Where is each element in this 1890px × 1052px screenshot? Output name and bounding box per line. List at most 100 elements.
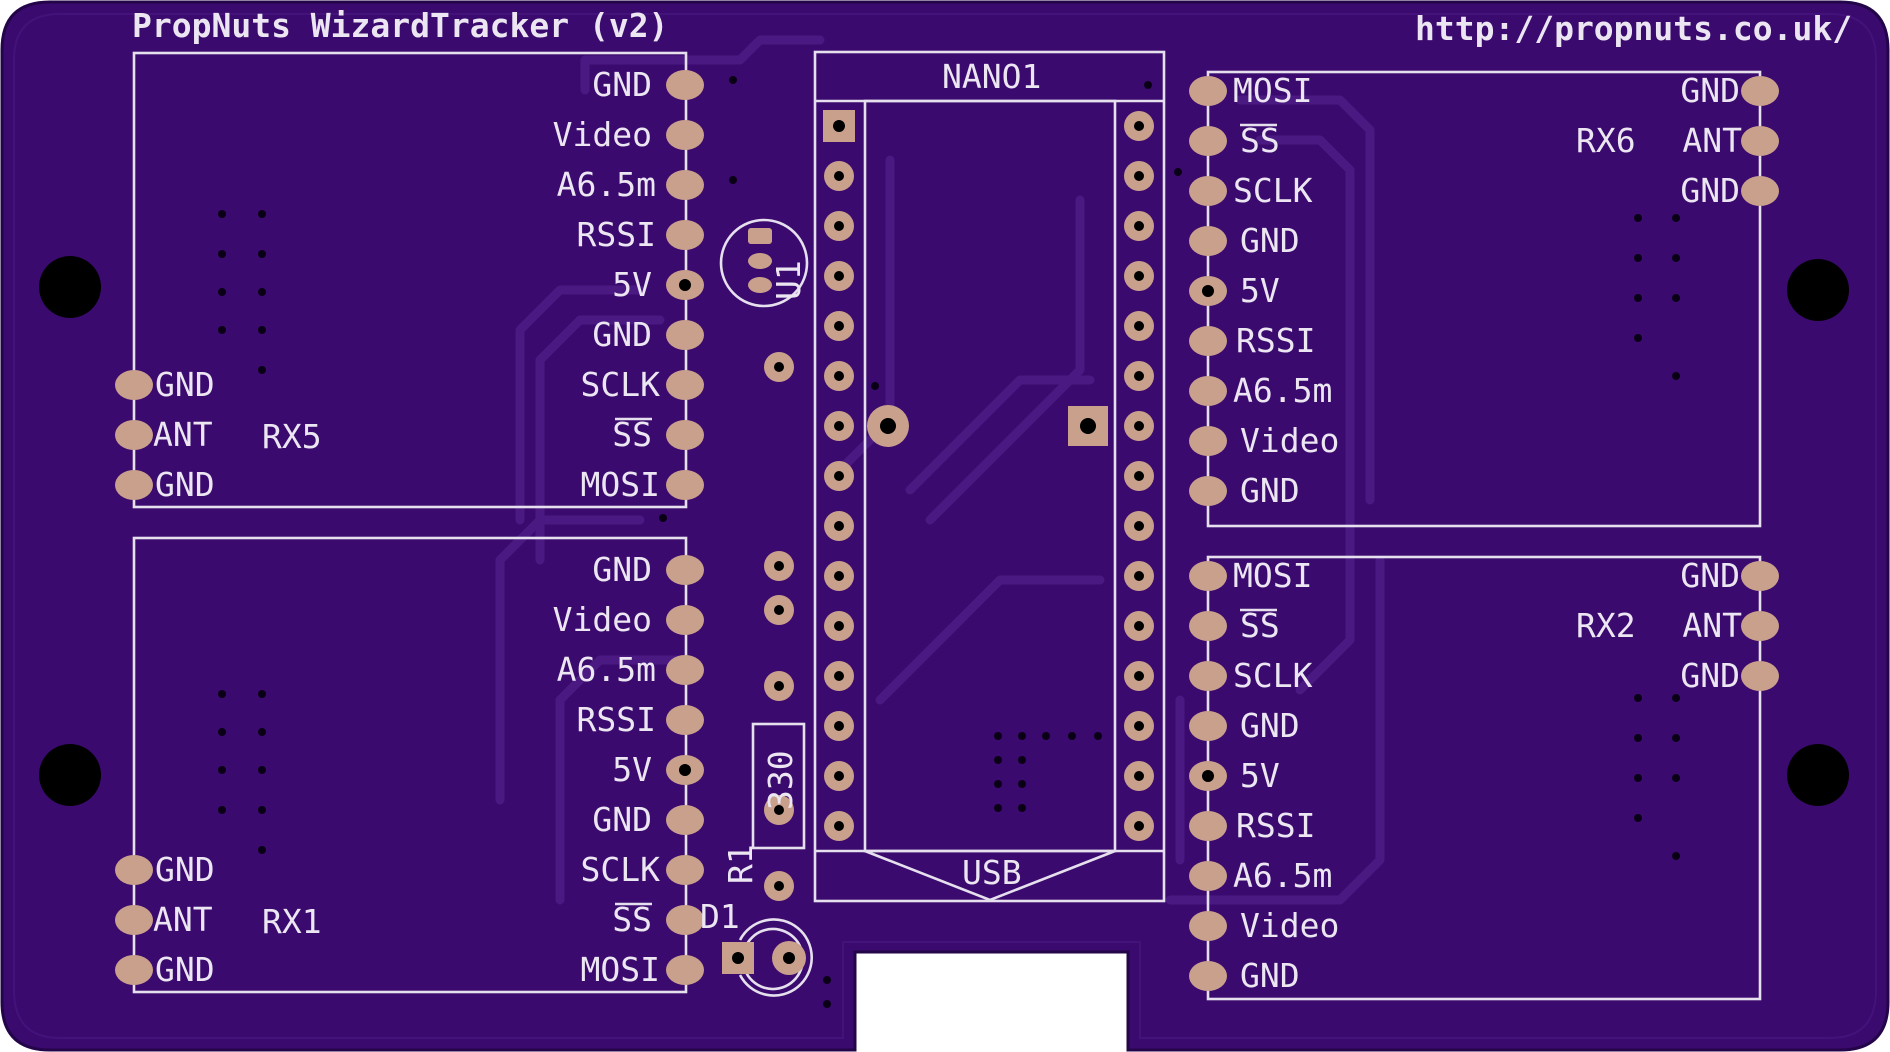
pin-label: A6.5m [557, 650, 656, 689]
pin-label: ANT [1682, 121, 1742, 160]
nano-pin-hole [1134, 771, 1144, 781]
via [823, 1000, 831, 1008]
nano-pin-hole [834, 321, 844, 331]
nano-left-pins [824, 161, 854, 841]
pin: 5V [1189, 756, 1280, 795]
pin: MOSI [1189, 71, 1312, 110]
pin: SS [612, 900, 704, 939]
pin: A6.5m [1189, 371, 1332, 410]
via [1094, 732, 1102, 740]
via [258, 210, 266, 218]
rx6-label: RX6 [1576, 121, 1636, 160]
via [258, 690, 266, 698]
nano-pin-hole [1134, 321, 1144, 331]
via [729, 76, 737, 84]
pin-label: GND [592, 315, 652, 354]
test-pads [764, 352, 794, 625]
via [218, 806, 226, 814]
rx6-left-header: MOSI SS SCLK GND 5V RSSI A6.5m Video GND [1189, 71, 1339, 510]
mounting-hole [1787, 744, 1849, 806]
rx5-label: RX5 [262, 417, 322, 456]
pin: RSSI [1189, 321, 1315, 360]
pin: MOSI [1189, 556, 1312, 595]
pin: A6.5m [1189, 856, 1332, 895]
rx2-right-header: GND ANT GND [1680, 556, 1779, 695]
via [1174, 168, 1182, 176]
pin-label: ANT [153, 900, 213, 939]
nano-pin-hole [1134, 521, 1144, 531]
pin-label: ANT [153, 415, 213, 454]
pin: GND [115, 365, 215, 404]
pin: SCLK [581, 850, 704, 889]
mounting-hole [39, 256, 101, 318]
rx1-label: RX1 [262, 902, 322, 941]
pin: GND [592, 800, 704, 839]
pin-label: GND [1240, 471, 1300, 510]
via [1634, 814, 1642, 822]
pin: MOSI [581, 465, 704, 504]
pin-label: GND [592, 550, 652, 589]
pin-label: SS [612, 415, 652, 454]
pin-label: GND [592, 800, 652, 839]
pin: GND [1680, 556, 1779, 595]
via [1672, 734, 1680, 742]
pin: GND [1680, 171, 1779, 210]
nano-pin-hole [834, 671, 844, 681]
nano-pin-hole [834, 721, 844, 731]
board-title: PropNuts WizardTracker (v2) [132, 6, 668, 45]
pin-label: Video [553, 115, 652, 154]
pin: Video [1189, 421, 1339, 460]
nano-pin-hole [834, 171, 844, 181]
via [258, 366, 266, 374]
pin-label: GND [1680, 71, 1740, 110]
pin: A6.5m [557, 165, 704, 204]
nano-pin-hole [834, 621, 844, 631]
pin: GND [1189, 706, 1300, 745]
pin-label: MOSI [1233, 556, 1312, 595]
rx6-right-header: GND ANT GND [1680, 71, 1779, 210]
pin: GND [1189, 956, 1300, 995]
nano-pin-hole [1134, 671, 1144, 681]
nano-pin-hole [1134, 571, 1144, 581]
traces [495, 35, 1385, 905]
pin-label: Video [553, 600, 652, 639]
pin-label: GND [1240, 706, 1300, 745]
pin: GND [1680, 656, 1779, 695]
via [1634, 694, 1642, 702]
via [1018, 732, 1026, 740]
pin: ANT [1682, 606, 1779, 645]
via [659, 514, 667, 522]
nano-pin-hole [834, 371, 844, 381]
pin-label: 5V [612, 265, 652, 304]
via [1018, 780, 1026, 788]
pin: SCLK [1189, 171, 1313, 210]
via [1144, 81, 1152, 89]
pin-label: GND [1240, 221, 1300, 260]
pin-label: A6.5m [1233, 856, 1332, 895]
pin: SS [612, 415, 704, 454]
pin-label: GND [155, 365, 215, 404]
pin-label: GND [155, 465, 215, 504]
pin: GND [592, 550, 704, 589]
u1-component: U1 [719, 218, 809, 308]
nano-pin-hole [1134, 121, 1144, 131]
pin: GND [115, 465, 215, 504]
via [1672, 694, 1680, 702]
pin-label: ANT [1682, 606, 1742, 645]
d1-ref: D1 [700, 897, 740, 936]
d1-component: D1 [700, 897, 814, 997]
nano-ref: NANO1 [942, 57, 1041, 96]
pin-label: SS [1240, 121, 1280, 160]
via [218, 326, 226, 334]
via [823, 976, 831, 984]
pin-label: GND [1680, 171, 1740, 210]
pin: ANT [115, 900, 213, 939]
via [871, 382, 879, 390]
board-url: http://propnuts.co.uk/ [1415, 9, 1852, 48]
rx5-right-header: GND Video A6.5m RSSI 5V GND SCLK SS MOSI [553, 65, 704, 504]
via [1672, 294, 1680, 302]
via [218, 766, 226, 774]
pin-label: SS [1240, 606, 1280, 645]
mounting-holes [39, 256, 1849, 806]
